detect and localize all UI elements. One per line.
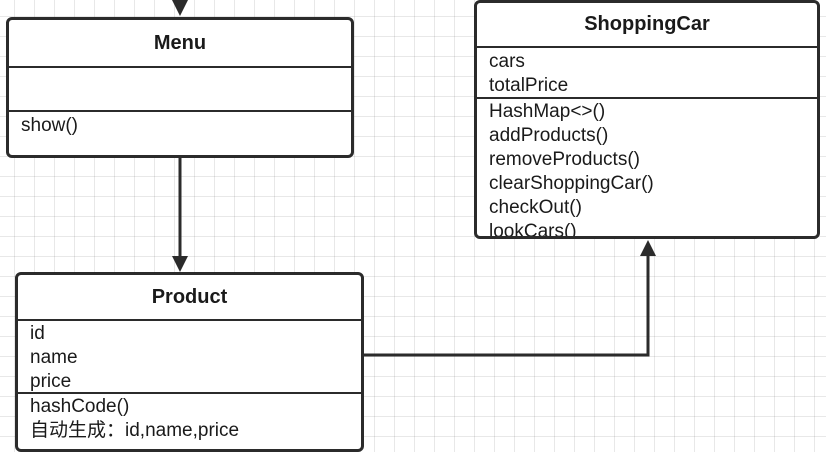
shoppingcar-attributes-section: cars totalPrice [477,48,817,99]
arrowhead-shoppingcar [640,240,656,256]
diagram-canvas: Menu show() ShoppingCar cars totalPrice … [6,0,820,452]
product-class-box[interactable]: Product id name price hashCode() 自动生成：id… [15,272,364,452]
shoppingcar-operations-section: HashMap<>() addProducts() removeProducts… [477,99,817,239]
edge-product-to-shoppingcar [364,254,650,357]
shoppingcar-class-box[interactable]: ShoppingCar cars totalPrice HashMap<>() … [474,0,820,239]
product-attribute-id: id [30,323,45,344]
class-name-product: Product [18,275,361,321]
shoppingcar-operation-hashmap: HashMap<>() [489,101,606,122]
shoppingcar-operation-checkout: checkOut() [489,197,582,218]
shoppingcar-operation-lookcars: lookCars() [489,221,577,239]
product-operations-section: hashCode() 自动生成：id,name,price [18,394,361,443]
shoppingcar-operation-clearshoppingcar: clearShoppingCar() [489,173,654,194]
product-attribute-name: name [30,347,78,368]
arrowhead-product [172,256,188,272]
menu-attributes-section [9,68,351,112]
shoppingcar-attribute-totalprice: totalPrice [489,75,569,96]
shoppingcar-operation-removeproducts: removeProducts() [489,149,640,170]
product-attributes-section: id name price [18,321,361,394]
product-operation-hashcode: hashCode() [30,396,130,417]
menu-operation-show: show() [21,115,79,136]
shoppingcar-operation-addproducts: addProducts() [489,125,609,146]
shoppingcar-attribute-cars: cars [489,51,525,72]
connectors [172,0,656,357]
menu-class-box[interactable]: Menu show() [6,17,354,158]
product-attribute-price: price [30,371,72,392]
product-operation-autogen: 自动生成：id,name,price [30,420,240,441]
arrowhead-into-menu [172,0,188,16]
class-name-menu: Menu [9,20,351,68]
menu-operations-section: show() [9,112,351,138]
class-name-shoppingcar: ShoppingCar [477,3,817,48]
